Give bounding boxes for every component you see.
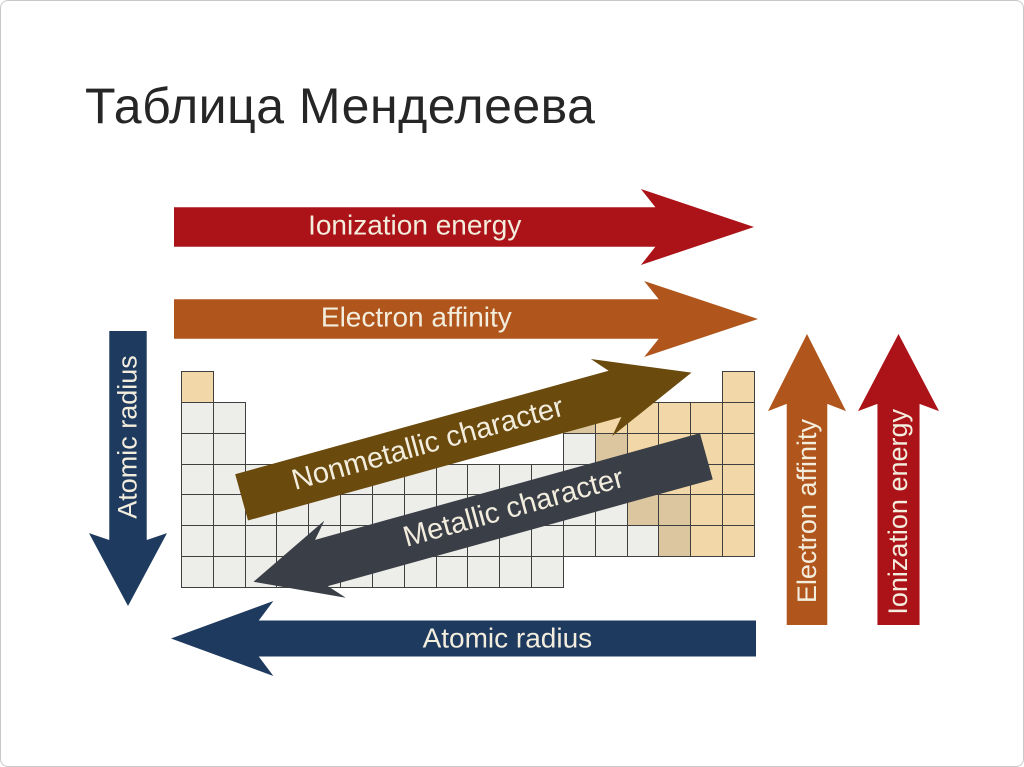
element-cell (245, 525, 277, 557)
element-cell (722, 494, 755, 526)
ionization-energy-arrow-right: Ionization energy (858, 334, 939, 625)
element-cell (181, 433, 214, 465)
arrow-label: Electron affinity (768, 398, 846, 625)
arrow-label-text: Ionization energy (883, 408, 913, 615)
arrow-label: Atomic radius (422, 621, 593, 653)
element-cell (181, 494, 214, 526)
element-cell (563, 433, 596, 465)
element-cell (690, 525, 723, 557)
element-cell (595, 525, 628, 557)
element-cell (722, 525, 755, 557)
arrow-label: Ionization energy (308, 209, 522, 241)
arrow-label: Ionization energy (858, 398, 939, 625)
element-cell (563, 525, 596, 557)
element-cell (722, 464, 755, 495)
ionization-energy-arrow-top: Ionization energy (174, 189, 754, 265)
element-cell (181, 371, 214, 403)
element-cell (181, 525, 214, 557)
element-cell (404, 556, 437, 588)
element-cell (181, 556, 214, 588)
element-cell (690, 494, 723, 526)
element-cell (181, 464, 214, 495)
atomic-radius-arrow-left: Atomic radius (89, 331, 167, 606)
element-cell (722, 371, 755, 403)
element-cell (722, 402, 755, 434)
element-cell (531, 525, 564, 557)
element-cell (213, 402, 246, 434)
page-title: Таблица Менделеева (85, 78, 596, 134)
arrow-label: Atomic radius (112, 355, 143, 519)
arrow-label-text: Electron affinity (791, 419, 822, 604)
element-cell (213, 525, 246, 557)
element-cell (658, 525, 691, 557)
element-cell (213, 433, 246, 465)
element-cell (722, 433, 755, 465)
element-cell (213, 556, 246, 588)
electron-affinity-arrow-right: Electron affinity (768, 334, 846, 625)
element-cell (499, 556, 532, 588)
atomic-radius-arrow-bottom: Atomic radius (171, 601, 756, 676)
arrow-label: Electron affinity (320, 301, 512, 333)
electron-affinity-arrow-top: Electron affinity (174, 281, 758, 357)
element-cell (531, 556, 564, 588)
element-cell (627, 525, 659, 557)
element-cell (181, 402, 214, 434)
